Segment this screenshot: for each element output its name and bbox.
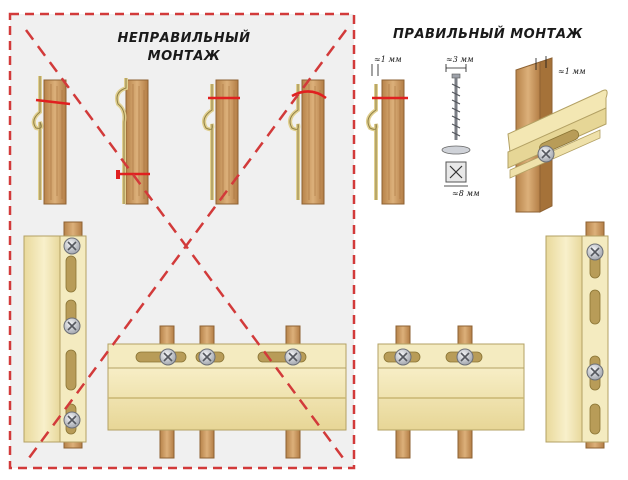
correct-3d-detail: ≈1 мм bbox=[507, 56, 608, 213]
correct-title: ПРАВИЛЬНЫЙ МОНТАЖ bbox=[393, 26, 584, 42]
screw-icon bbox=[198, 348, 216, 366]
screw-icon bbox=[63, 237, 81, 255]
nail-red-line-4 bbox=[291, 90, 327, 100]
correct-profile: ≈1 мм bbox=[366, 55, 408, 205]
gap-left-label: ≈1 мм bbox=[374, 55, 402, 64]
screw-icon bbox=[394, 348, 412, 366]
screw-icon bbox=[284, 348, 302, 366]
wrong-panel-dashed-frame bbox=[8, 12, 356, 470]
screw-icon bbox=[63, 411, 81, 429]
wrong-title-line1: НЕПРАВИЛЬНЫЙ bbox=[118, 30, 251, 46]
correct-installation-panel: ПРАВИЛЬНЫЙ МОНТАЖ ≈1 мм ≈3 мм ≈8 мм bbox=[366, 26, 609, 459]
hole-width-label: ≈8 мм bbox=[452, 189, 480, 198]
wrong-installation-panel: НЕПРАВИЛЬНЫЙ МОНТАЖ bbox=[8, 12, 356, 470]
screw-icon bbox=[456, 348, 474, 366]
screw-head-gap-label: ≈3 мм bbox=[446, 55, 474, 64]
wrong-profile-1 bbox=[31, 76, 71, 205]
screw-icon bbox=[586, 363, 604, 381]
correct-vertical-siding bbox=[545, 221, 609, 449]
screw-icon bbox=[586, 243, 604, 261]
wrong-horizontal-siding bbox=[107, 325, 347, 459]
wrong-profile-2 bbox=[115, 78, 150, 205]
screw-detail: ≈3 мм ≈8 мм bbox=[441, 55, 480, 198]
wrong-profile-3 bbox=[202, 79, 240, 205]
screw-icon bbox=[63, 317, 81, 335]
wrong-vertical-siding bbox=[23, 221, 87, 449]
gap-right-label: ≈1 мм bbox=[558, 67, 586, 76]
nail-red-line-1 bbox=[35, 98, 71, 106]
cross-line-2 bbox=[24, 29, 348, 463]
wrong-title-line2: МОНТАЖ bbox=[148, 49, 221, 64]
screw-icon bbox=[537, 145, 555, 163]
screw-icon bbox=[159, 348, 177, 366]
correct-horizontal-siding bbox=[377, 325, 525, 459]
wrong-profile-4 bbox=[288, 79, 327, 205]
